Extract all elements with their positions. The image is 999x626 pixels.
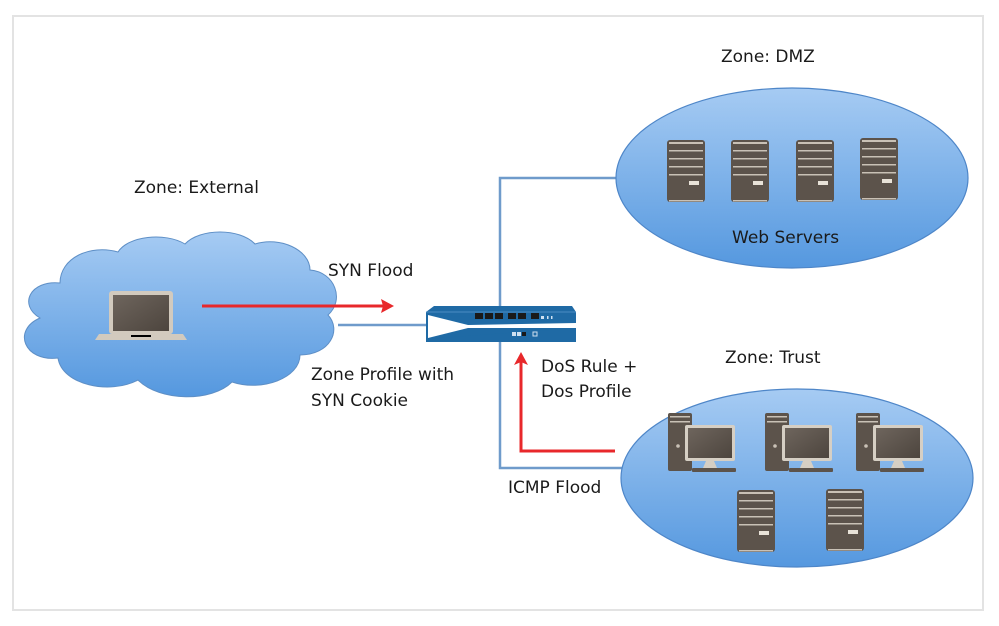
web-servers-label: Web Servers (732, 228, 840, 248)
zone-trust-label: Zone: Trust (725, 348, 821, 368)
server-icon (731, 140, 769, 202)
server-icon (860, 138, 898, 200)
firewall-appliance-icon (426, 306, 576, 342)
server-icon (796, 140, 834, 202)
zone-profile-label-line1: Zone Profile with (311, 365, 455, 385)
link-firewall-dmz (498, 176, 618, 312)
icmp-flood-label: ICMP Flood (508, 478, 602, 498)
syn-flood-label: SYN Flood (328, 261, 414, 281)
zone-external-cloud (23, 231, 337, 398)
zone-dmz-ellipse (615, 87, 969, 269)
link-firewall-trust (498, 340, 625, 470)
zone-external-label: Zone: External (134, 178, 259, 198)
zone-dmz-label: Zone: DMZ (721, 47, 815, 67)
zone-profile-label-line2: SYN Cookie (311, 391, 408, 411)
server-icon (826, 489, 864, 551)
laptop-icon (95, 291, 187, 340)
icmp-flood-arrow (514, 352, 615, 453)
dos-rule-label-line2: Dos Profile (541, 382, 632, 402)
link-lines (338, 176, 625, 470)
server-icon (737, 490, 775, 552)
syn-flood-arrow (202, 299, 394, 313)
server-icon (667, 140, 705, 202)
dos-rule-label-line1: DoS Rule + (541, 357, 638, 377)
